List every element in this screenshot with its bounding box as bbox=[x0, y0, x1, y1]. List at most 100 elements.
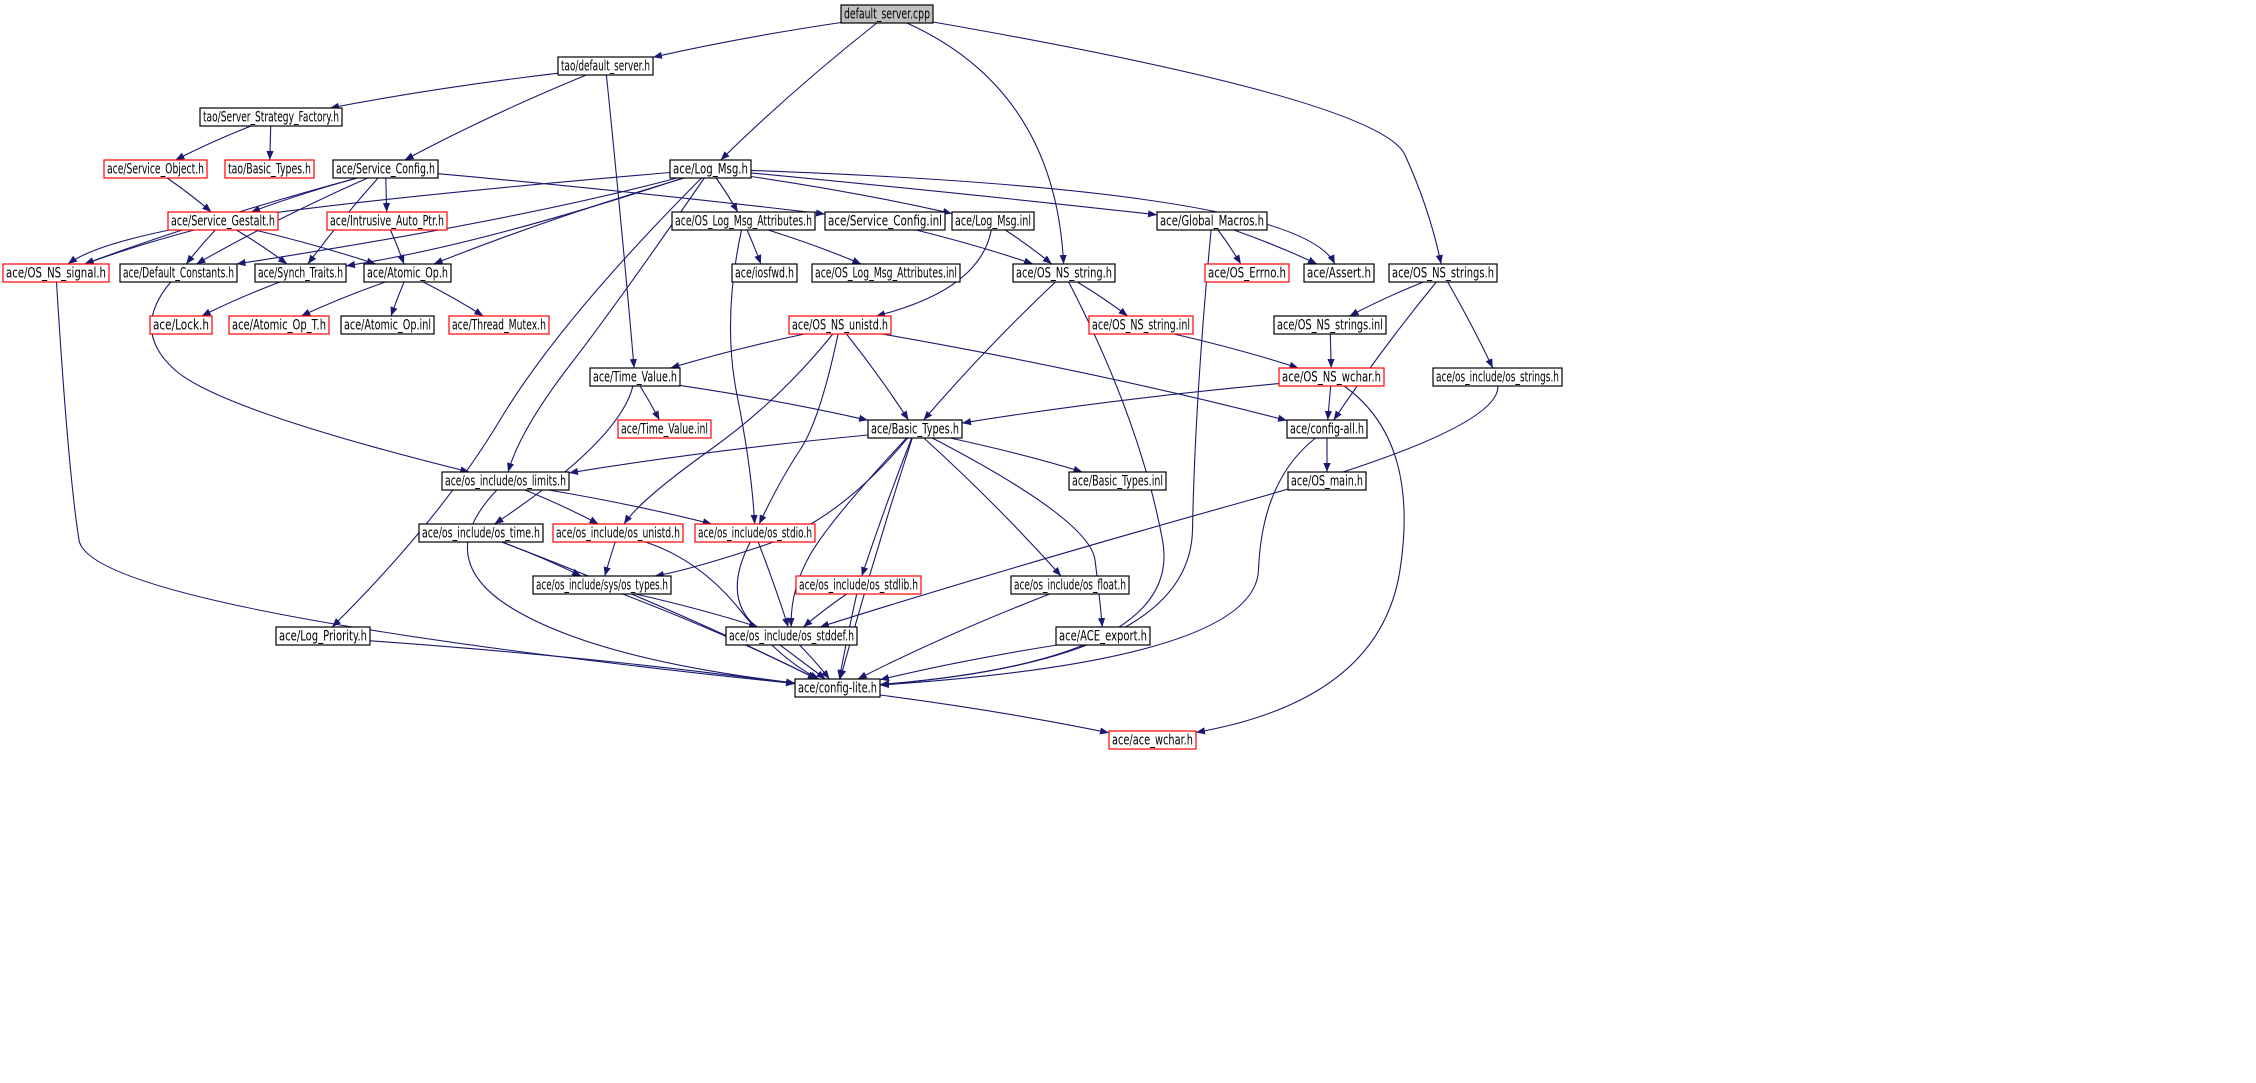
node-ace-os-ns-string-inl[interactable]: ace/OS_NS_string.inl bbox=[1088, 315, 1194, 335]
edge-ace_os_include_os_strings-to-ace_os_include_os_stddef bbox=[819, 385, 1499, 628]
node-label: ace/Default_Constants.h bbox=[123, 266, 234, 282]
node-label: ace/os_include/os_limits.h bbox=[445, 474, 566, 490]
node-ace-os-main[interactable]: ace/OS_main.h bbox=[1287, 471, 1367, 491]
node-ace-service-gestalt[interactable]: ace/Service_Gestalt.h bbox=[167, 211, 279, 231]
node-ace-os-include-os-unistd[interactable]: ace/os_include/os_unistd.h bbox=[552, 523, 684, 543]
edge-ace_service_config-to-ace_default_constants bbox=[196, 177, 368, 265]
edge-ace_service_config-to-ace_service_config_inl bbox=[437, 173, 826, 217]
node-ace-assert[interactable]: ace/Assert.h bbox=[1303, 263, 1375, 283]
node-label: ace/OS_NS_string.h bbox=[1016, 266, 1112, 282]
edge-ace_log_msg-to-ace_log_priority bbox=[331, 177, 702, 628]
edge-ace_os_ns_string-to-ace_basic_types bbox=[923, 281, 1056, 421]
node-label: ace/OS_Log_Msg_Attributes.h bbox=[675, 214, 812, 230]
node-box bbox=[1278, 367, 1385, 387]
node-ace-atomic-op-inl[interactable]: ace/Atomic_Op.inl bbox=[340, 315, 435, 335]
node-label: ace/Atomic_Op.h bbox=[367, 266, 448, 282]
node-label: ace/os_include/os_unistd.h bbox=[556, 526, 680, 542]
edge-ace_service_gestalt-to-ace_default_constants bbox=[185, 229, 216, 265]
node-ace-config-lite[interactable]: ace/config-lite.h bbox=[794, 678, 881, 698]
node-ace-os-include-os-stdlib[interactable]: ace/os_include/os_stdlib.h bbox=[795, 575, 922, 595]
edge-ace_log_msg-to-ace_default_constants bbox=[236, 177, 678, 267]
node-ace-synch-traits[interactable]: ace/Synch_Traits.h bbox=[254, 263, 347, 283]
edge-ace_service_gestalt-to-ace_os_ns_signal bbox=[84, 229, 195, 265]
node-box bbox=[1432, 367, 1563, 387]
node-ace-os-ns-strings[interactable]: ace/OS_NS_strings.h bbox=[1388, 263, 1498, 283]
edge-ace_atomic_op-to-ace_atomic_op_inl bbox=[390, 281, 405, 317]
node-ace-atomic-op-t[interactable]: ace/Atomic_Op_T.h bbox=[228, 315, 330, 335]
node-tao-ssf[interactable]: tao/Server_Strategy_Factory.h bbox=[199, 107, 343, 127]
node-ace-lock[interactable]: ace/Lock.h bbox=[149, 315, 213, 335]
edge-ace_log_priority-to-ace_config_lite bbox=[369, 640, 796, 687]
node-label: ace/Service_Gestalt.h bbox=[171, 214, 275, 230]
node-label: ace/ACE_export.h bbox=[1059, 629, 1147, 645]
node-ace-time-value[interactable]: ace/Time_Value.h bbox=[589, 367, 681, 387]
edge-ace_os_ns_strings-to-ace_os_ns_strings_inl bbox=[1349, 281, 1424, 317]
node-ace-basic-types-inl[interactable]: ace/Basic_Types.inl bbox=[1068, 471, 1167, 491]
node-ace-intrusive-auto-ptr[interactable]: ace/Intrusive_Auto_Ptr.h bbox=[326, 211, 448, 231]
node-ace-os-ns-string[interactable]: ace/OS_NS_string.h bbox=[1012, 263, 1116, 283]
node-ace-service-object[interactable]: ace/Service_Object.h bbox=[103, 159, 208, 179]
edge-ace_service_config_inl-to-ace_os_ns_string bbox=[915, 229, 1034, 265]
node-ace-os-ns-strings-inl[interactable]: ace/OS_NS_strings.inl bbox=[1273, 315, 1387, 335]
edge-ace_basic_types-to-ace_basic_types_inl bbox=[949, 437, 1083, 473]
node-ace-iosfwd[interactable]: ace/iosfwd.h bbox=[731, 263, 798, 283]
node-tao-default-server[interactable]: tao/default_server.h bbox=[557, 56, 654, 76]
edge-ace_global_macros-to-ace_os_errno bbox=[1217, 229, 1242, 265]
edge-ace_log_msg-to-ace_atomic_op bbox=[433, 177, 685, 265]
node-label: ace/Log_Priority.h bbox=[279, 629, 367, 645]
node-ace-time-value-inl[interactable]: ace/Time_Value.inl bbox=[617, 419, 712, 439]
node-box bbox=[119, 263, 238, 283]
node-ace-os-include-os-strings[interactable]: ace/os_include/os_strings.h bbox=[1432, 367, 1563, 387]
edge-ace_basic_types-to-ace_ace_export bbox=[932, 437, 1106, 628]
node-label: ace/config-lite.h bbox=[798, 681, 877, 697]
edge-ace_os_ns_signal-to-ace_config_lite bbox=[55, 281, 796, 687]
node-ace-config-all[interactable]: ace/config-all.h bbox=[1286, 419, 1368, 439]
node-ace-thread-mutex[interactable]: ace/Thread_Mutex.h bbox=[448, 315, 550, 335]
node-ace-atomic-op[interactable]: ace/Atomic_Op.h bbox=[363, 263, 452, 283]
node-ace-os-log-msg-attr[interactable]: ace/OS_Log_Msg_Attributes.h bbox=[671, 211, 816, 231]
node-tao-basic-types[interactable]: tao/Basic_Types.h bbox=[224, 159, 315, 179]
node-ace-ace-export[interactable]: ace/ACE_export.h bbox=[1055, 626, 1151, 646]
node-ace-os-errno[interactable]: ace/OS_Errno.h bbox=[1204, 263, 1290, 283]
node-ace-log-msg-inl[interactable]: ace/Log_Msg.inl bbox=[951, 211, 1035, 231]
edge-ace_service_object-to-ace_service_gestalt bbox=[166, 177, 212, 213]
node-box bbox=[1068, 471, 1167, 491]
node-box bbox=[418, 523, 544, 543]
node-ace-os-include-os-float[interactable]: ace/os_include/os_float.h bbox=[1010, 575, 1130, 595]
edge-ace_basic_types-to-ace_os_include_os_limits bbox=[568, 434, 869, 475]
file-nodes: default_server.cpp tao/default_server.hta… bbox=[2, 4, 1563, 750]
node-ace-log-msg[interactable]: ace/Log_Msg.h bbox=[669, 159, 752, 179]
edge-ace_default_constants-to-ace_os_include_os_limits bbox=[150, 281, 470, 474]
node-ace-log-priority[interactable]: ace/Log_Priority.h bbox=[275, 626, 371, 646]
node-box bbox=[725, 626, 858, 646]
edge-ace_os_log_msg_attr-to-ace_os_log_msg_attr_inl bbox=[768, 229, 862, 265]
edge-ace_os_ns_strings-to-ace_config_all bbox=[1333, 281, 1437, 421]
edge-ace_os_log_msg_attr-to-ace_iosfwd bbox=[746, 229, 762, 265]
node-box bbox=[275, 626, 371, 646]
node-ace-os-log-msg-attr-inl[interactable]: ace/OS_Log_Msg_Attributes.inl bbox=[811, 263, 961, 283]
node-ace-global-macros[interactable]: ace/Global_Macros.h bbox=[1156, 211, 1268, 231]
edge-ace_service_gestalt-to-ace_atomic_op bbox=[254, 229, 376, 265]
edge-ace_os_include_os_float-to-ace_config_lite bbox=[857, 593, 1050, 680]
node-root[interactable]: default_server.cpp bbox=[840, 4, 934, 24]
edge-ace_os_include_os_unistd-to-ace_os_include_sys_os_types bbox=[603, 541, 616, 577]
node-box bbox=[617, 419, 712, 439]
node-ace-service-config-inl[interactable]: ace/Service_Config.inl bbox=[824, 211, 946, 231]
node-ace-ace-wchar[interactable]: ace/ace_wchar.h bbox=[1108, 730, 1197, 750]
node-box bbox=[795, 575, 922, 595]
node-ace-default-constants[interactable]: ace/Default_Constants.h bbox=[119, 263, 238, 283]
node-ace-service-config[interactable]: ace/Service_Config.h bbox=[332, 159, 439, 179]
node-ace-os-ns-signal[interactable]: ace/OS_NS_signal.h bbox=[2, 263, 110, 283]
node-ace-os-include-sys-os-types[interactable]: ace/os_include/sys/os_types.h bbox=[532, 575, 672, 595]
node-ace-os-ns-unistd[interactable]: ace/OS_NS_unistd.h bbox=[788, 315, 892, 335]
node-ace-os-ns-wchar[interactable]: ace/OS_NS_wchar.h bbox=[1278, 367, 1385, 387]
edge-ace_os_ns_unistd-to-ace_basic_types bbox=[846, 333, 909, 421]
node-ace-basic-types[interactable]: ace/Basic_Types.h bbox=[867, 419, 963, 439]
node-ace-os-include-os-stdio[interactable]: ace/os_include/os_stdio.h bbox=[694, 523, 816, 543]
node-ace-os-include-os-stddef[interactable]: ace/os_include/os_stddef.h bbox=[725, 626, 858, 646]
edge-ace_os_include_sys_os_types-to-ace_os_include_os_stddef bbox=[635, 593, 759, 628]
node-label: ace/os_include/os_stddef.h bbox=[729, 629, 854, 645]
node-ace-os-include-os-time[interactable]: ace/os_include/os_time.h bbox=[418, 523, 544, 543]
node-ace-os-include-os-limits[interactable]: ace/os_include/os_limits.h bbox=[441, 471, 570, 491]
